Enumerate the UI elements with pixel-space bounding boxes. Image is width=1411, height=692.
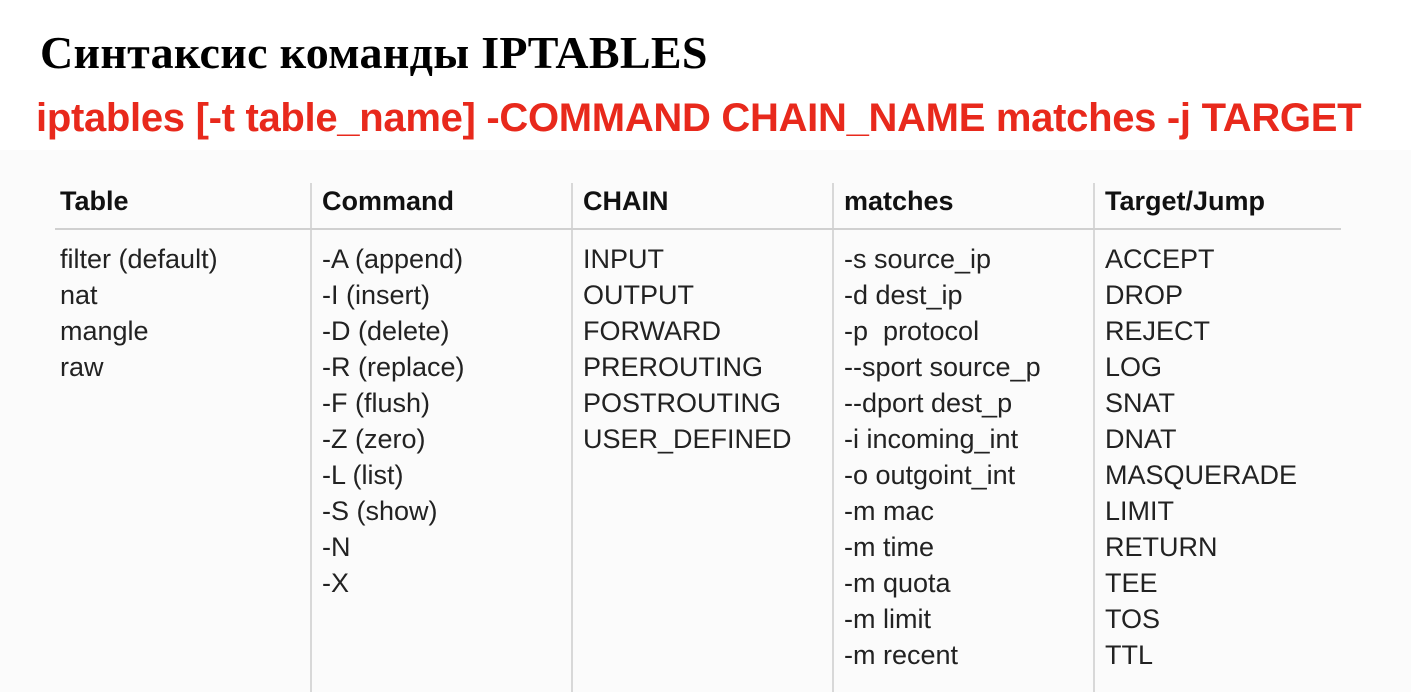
table-cell: -m limit xyxy=(844,604,931,634)
table-cell: -L (list) xyxy=(322,460,404,490)
table-cell: -Z (zero) xyxy=(322,424,426,454)
column-header: matches xyxy=(844,186,954,216)
table-cell: FORWARD xyxy=(583,316,721,346)
table-cell: -I (insert) xyxy=(322,280,430,310)
table-cell: USER_DEFINED xyxy=(583,424,792,454)
column-target: Target/Jump ACCEPT DROP REJECT LOG SNAT DNAT M… xyxy=(1093,183,1355,692)
syntax-line: iptables [-t table_name] -COMMAND CHAIN_… xyxy=(36,96,1362,140)
page-title: Синтаксис команды IPTABLES xyxy=(40,27,708,78)
table-cell: mangle xyxy=(60,316,149,346)
table-cell: -d dest_ip xyxy=(844,280,963,310)
table-cell: -m quota xyxy=(844,568,951,598)
table-cell: INPUT xyxy=(583,244,664,274)
table-cell: LIMIT xyxy=(1105,496,1175,526)
column-header: Target/Jump xyxy=(1105,186,1266,216)
table-cell: DROP xyxy=(1105,280,1184,310)
table-cell: --dport dest_p xyxy=(844,388,1013,418)
table-cell: -A (append) xyxy=(322,244,464,274)
column-chain: CHAIN INPUT OUTPUT FORWARD PREROUTING POSTRO… xyxy=(571,183,833,692)
table-cell: filter (default) xyxy=(60,244,218,274)
table-cell: DNAT xyxy=(1105,424,1177,454)
table-cell: REJECT xyxy=(1105,316,1211,346)
table-cell: -p protocol xyxy=(844,316,980,346)
table-cell: -S (show) xyxy=(322,496,438,526)
header-divider xyxy=(55,228,1341,230)
column-header: Table xyxy=(60,186,129,216)
table-cell: SNAT xyxy=(1105,388,1176,418)
table-cell: -s source_ip xyxy=(844,244,992,274)
table-cell: TEE xyxy=(1105,568,1158,598)
table-cell: -F (flush) xyxy=(322,388,430,418)
column-matches: matches -s source_ip -d dest_ip -p protoco… xyxy=(832,183,1094,692)
table-cell: -o outgoint_int xyxy=(844,460,1016,490)
table-cell: raw xyxy=(60,352,104,382)
table-panel xyxy=(0,150,1411,692)
table-cell: POSTROUTING xyxy=(583,388,782,418)
table-cell: -X xyxy=(322,568,349,598)
table-cell: -R (replace) xyxy=(322,352,465,382)
table-cell: nat xyxy=(60,280,98,310)
column-command: Command -A (append) -I (insert) -D (delete… xyxy=(310,183,572,692)
table-cell: RETURN xyxy=(1105,532,1218,562)
table-cell: -N xyxy=(322,532,351,562)
table-cell: -i incoming_int xyxy=(844,424,1019,454)
column-table: Table filter (default) nat mangle raw xyxy=(50,183,310,692)
table-cell: -m time xyxy=(844,532,934,562)
table-cell: TOS xyxy=(1105,604,1161,634)
column-header: Command xyxy=(322,186,455,216)
table-cell: -D (delete) xyxy=(322,316,450,346)
table-cell: --sport source_p xyxy=(844,352,1041,382)
table-cell: PREROUTING xyxy=(583,352,764,382)
table-cell: LOG xyxy=(1105,352,1163,382)
table-cell: MASQUERADE xyxy=(1105,460,1298,490)
table-cell: -m recent xyxy=(844,640,959,670)
table-cell: TTL xyxy=(1105,640,1154,670)
table-cell: OUTPUT xyxy=(583,280,694,310)
table-cell: -m mac xyxy=(844,496,934,526)
column-header: CHAIN xyxy=(583,186,669,216)
table-cell: ACCEPT xyxy=(1105,244,1215,274)
